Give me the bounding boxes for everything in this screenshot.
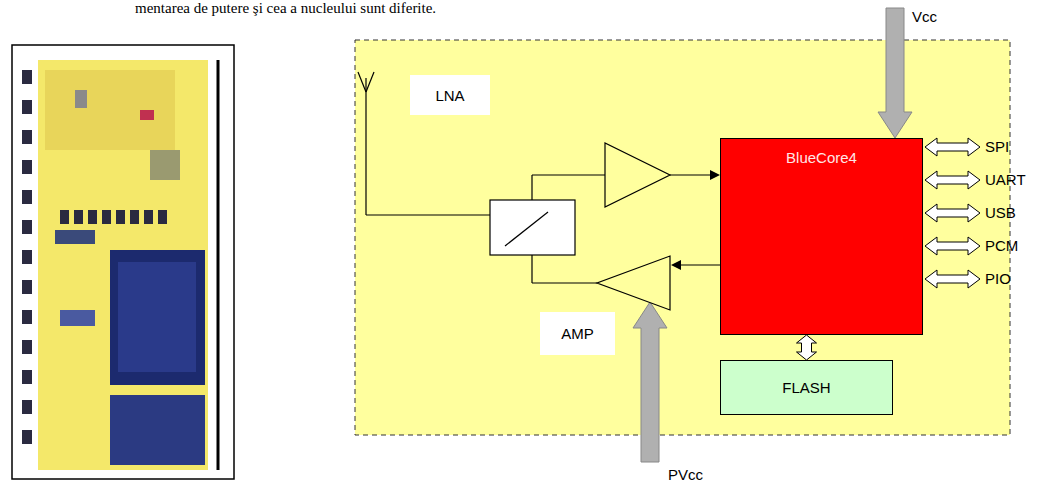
signal-name: SPI bbox=[985, 138, 1009, 155]
node-text: AMP bbox=[561, 325, 594, 342]
signal-name: USB bbox=[985, 204, 1016, 221]
supply-arrow bbox=[878, 8, 912, 138]
signal-wire bbox=[670, 174, 710, 175]
signal-name: PCM bbox=[985, 237, 1018, 254]
block-label: AMP bbox=[540, 312, 615, 355]
antenna-symbol bbox=[358, 72, 490, 215]
module-photo bbox=[12, 45, 234, 479]
arrowhead bbox=[710, 170, 720, 180]
processor-box: BlueCore4 bbox=[720, 138, 923, 335]
signal-wire bbox=[680, 264, 720, 265]
supply-arrow bbox=[633, 302, 667, 462]
module-outline bbox=[355, 40, 1010, 435]
supply-label: PVcc bbox=[668, 466, 703, 483]
node-text: FLASH bbox=[782, 379, 830, 396]
signal-name: UART bbox=[985, 171, 1026, 188]
memory-box: FLASH bbox=[720, 360, 893, 415]
arrowhead bbox=[671, 260, 681, 270]
bus-arrow bbox=[797, 335, 817, 360]
amplifier-symbol bbox=[605, 143, 670, 207]
amplifier-symbol bbox=[597, 256, 670, 310]
supply-label: Vcc bbox=[912, 8, 937, 25]
signal-name: PIO bbox=[985, 270, 1011, 287]
node-text: BlueCore4 bbox=[786, 149, 857, 166]
rf-switch bbox=[490, 175, 605, 283]
node-text: LNA bbox=[435, 87, 464, 104]
page-text: mentarea de putere şi cea a nucleului su… bbox=[135, 0, 436, 17]
block-label: LNA bbox=[410, 75, 490, 115]
interface-arrows bbox=[925, 138, 980, 288]
